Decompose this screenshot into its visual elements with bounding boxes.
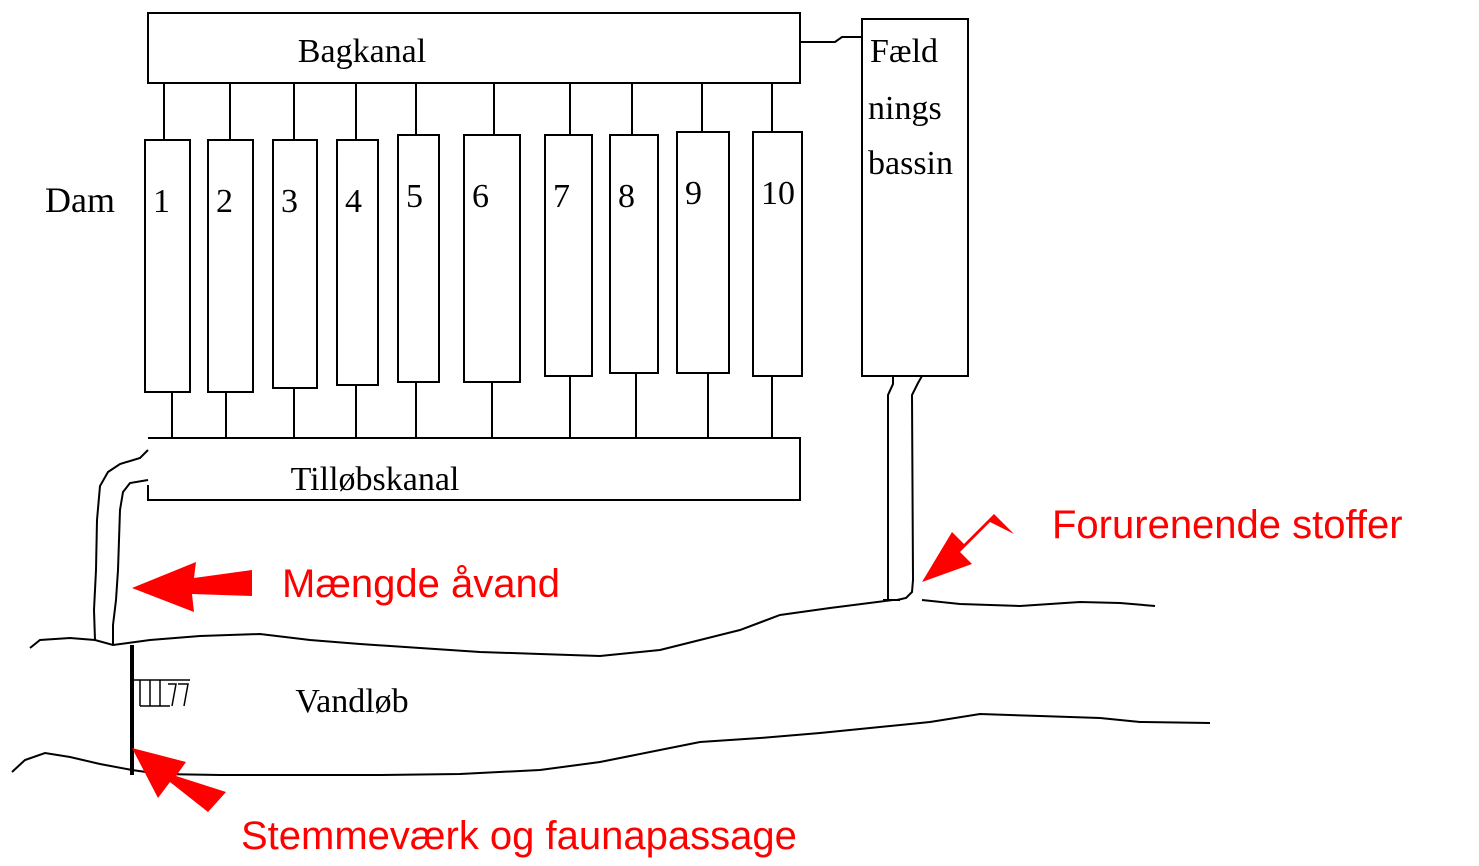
faeld-label-line3: bassin — [868, 145, 953, 182]
pond-number-label: 7 — [553, 178, 570, 215]
tilloebskanal-label: Tilløbskanal — [291, 461, 460, 498]
vandloeb-label: Vandløb — [295, 683, 408, 720]
inlet-pipe-outer — [92, 449, 149, 641]
pond-3: 3 — [272, 83, 318, 438]
fish-passage-symbol — [134, 679, 190, 707]
pond-8: 8 — [609, 83, 659, 438]
pond-box — [544, 134, 593, 377]
pond-box — [207, 139, 254, 393]
forurenende-text: Forurenende stoffer — [1052, 503, 1403, 547]
pond-group: 1 2 3 4 5 6 7 8 9 10 — [144, 83, 803, 438]
pond-box — [752, 131, 803, 377]
pond-number-label: 1 — [153, 183, 170, 220]
pond-number-label: 9 — [685, 175, 702, 212]
faeldningsbassin-box — [861, 18, 969, 377]
tilloebskanal-box — [147, 437, 801, 501]
bagkanal-label: Bagkanal — [298, 33, 426, 70]
pond-number-label: 4 — [345, 183, 362, 220]
maengde-text: Mængde åvand — [282, 562, 560, 606]
pond-box — [397, 134, 440, 383]
pond-box — [676, 131, 730, 374]
stream-lower-bank — [11, 712, 1211, 776]
pond-box — [272, 139, 318, 389]
faeld-label-line1: Fæld — [870, 33, 938, 70]
pond-number-label: 6 — [472, 178, 489, 215]
bagkanal-to-basin-connector — [800, 36, 862, 43]
pond-1: 1 — [144, 83, 191, 438]
pond-7: 7 — [544, 83, 593, 438]
pond-10: 10 — [752, 83, 803, 438]
forurenende-arrow — [922, 514, 1014, 582]
dam-label: Dam — [45, 180, 115, 220]
pond-5: 5 — [397, 83, 440, 438]
maengde-arrow — [132, 562, 252, 612]
pond-number-label: 10 — [761, 175, 795, 212]
pond-2: 2 — [207, 83, 254, 438]
pond-box — [336, 139, 379, 386]
pond-number-label: 3 — [281, 183, 298, 220]
pond-4: 4 — [336, 83, 379, 438]
inlet-pipe-inner — [112, 479, 149, 645]
pond-9: 9 — [676, 83, 730, 438]
stemmevaerk-text: Stemmeværk og faunapassage — [241, 814, 797, 858]
pond-6: 6 — [463, 83, 521, 438]
bagkanal-box — [147, 12, 801, 84]
pond-box — [144, 139, 191, 393]
pond-number-label: 5 — [406, 178, 423, 215]
stemmevaerk-arrow — [132, 748, 226, 812]
pond-number-label: 8 — [618, 178, 635, 215]
pond-box — [463, 134, 521, 383]
pond-number-label: 2 — [216, 183, 233, 220]
stream-upper-bank — [29, 599, 1156, 658]
pond-box — [609, 134, 659, 374]
basin-outlet-pipe — [883, 375, 923, 601]
faeld-label-line2: nings — [868, 90, 942, 127]
